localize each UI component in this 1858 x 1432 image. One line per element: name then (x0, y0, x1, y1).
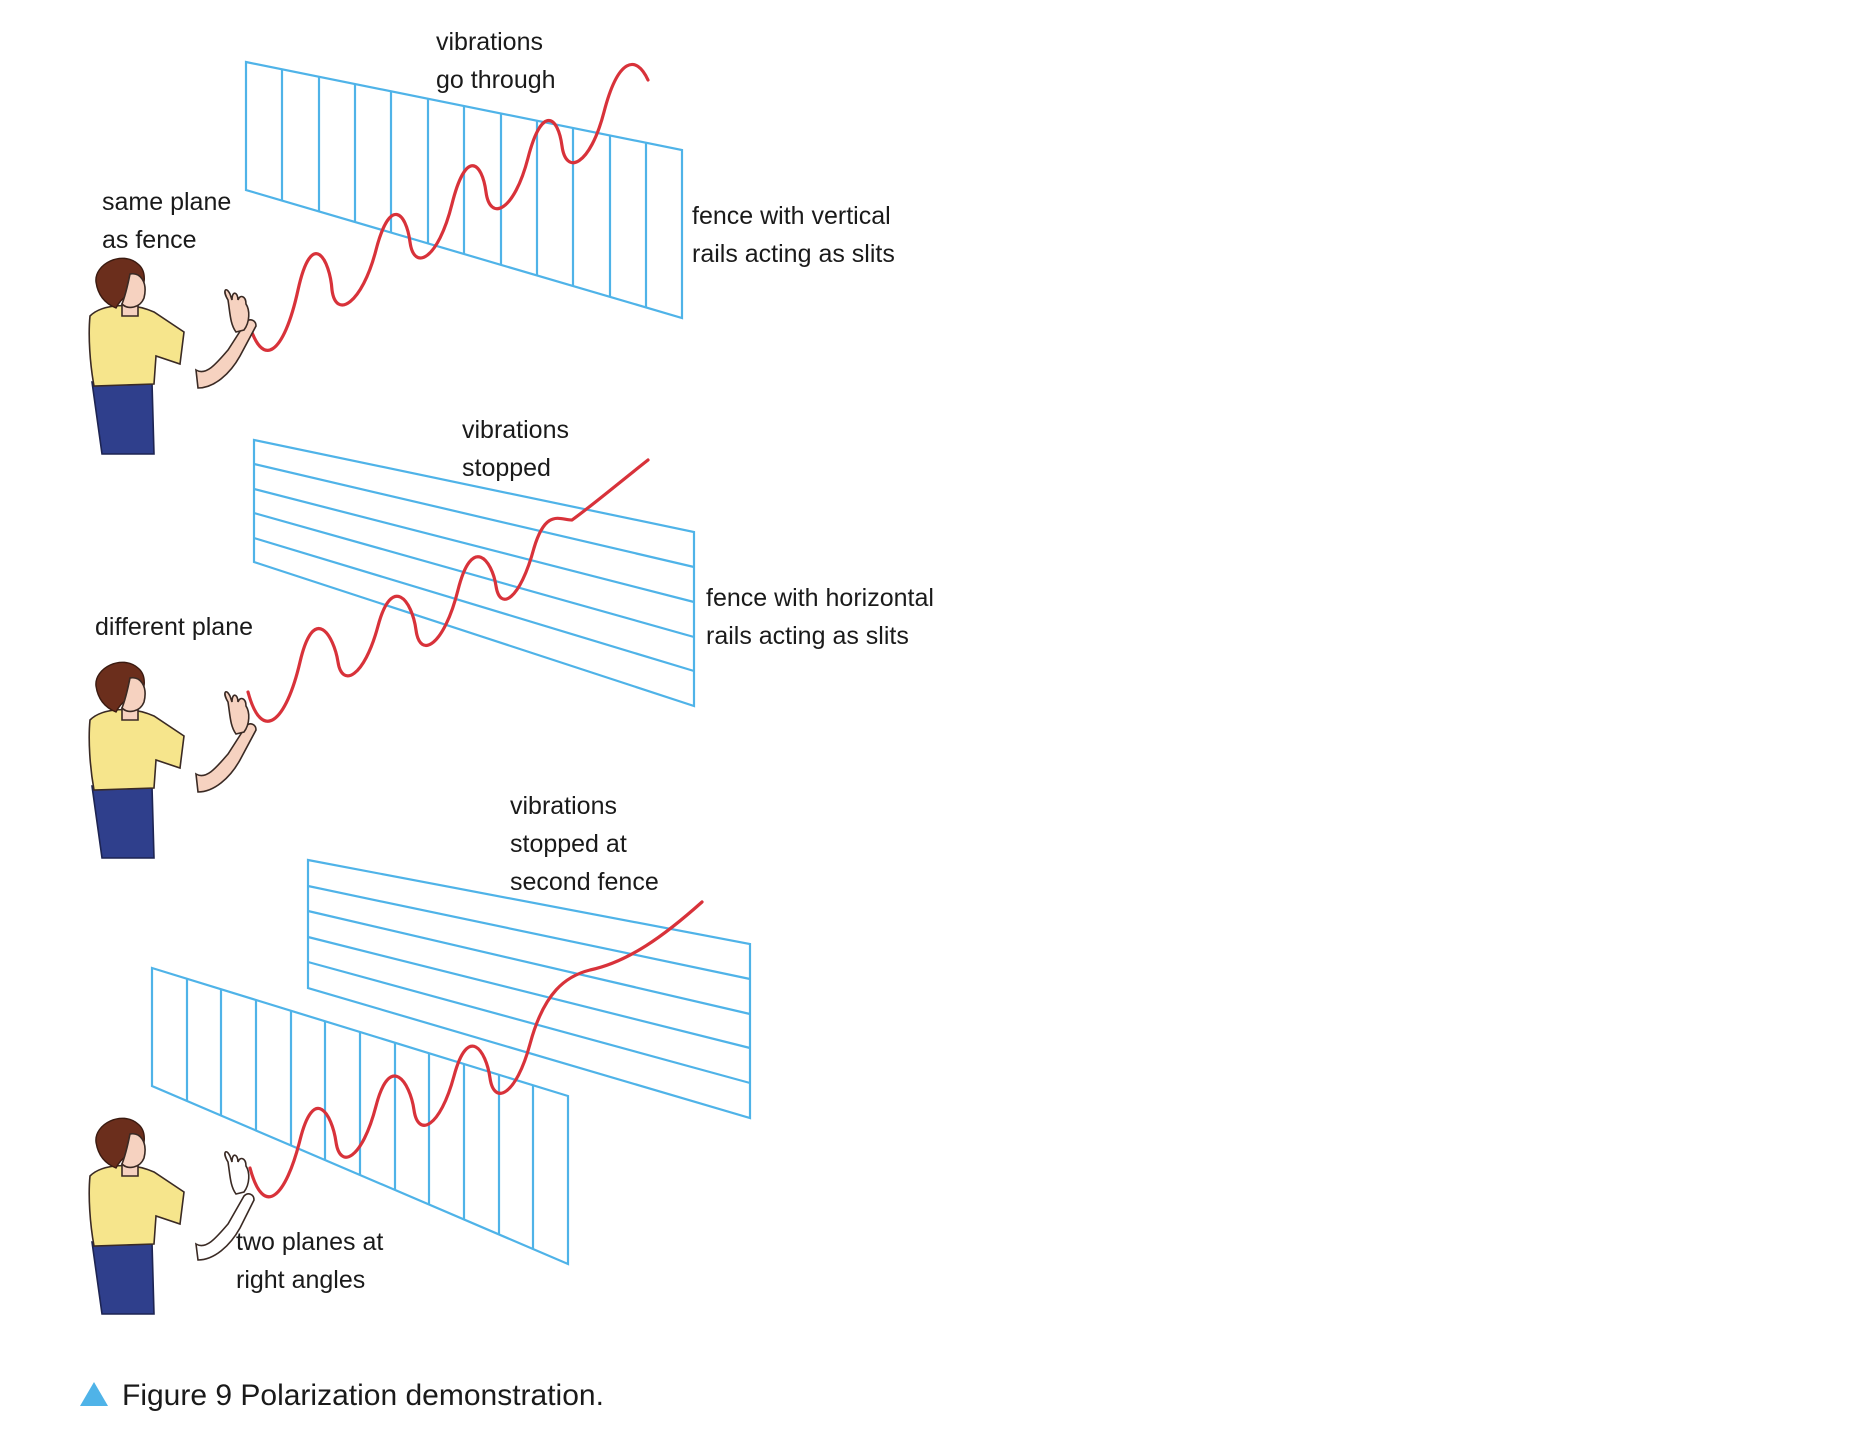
label-horizontal-fence-2: rails acting as slits (706, 622, 909, 650)
label-vibrations-stopped-2: stopped (462, 454, 551, 482)
label-two-planes-1: two planes at (236, 1228, 383, 1256)
label-vertical-fence-1: fence with vertical (692, 202, 891, 230)
person-2 (88, 661, 185, 859)
caption-text: Figure 9 Polarization demonstration. (122, 1379, 604, 1412)
label-same-plane-1: same plane (102, 188, 231, 216)
label-different-plane: different plane (95, 613, 253, 641)
person-1 (88, 257, 185, 455)
arm-1 (195, 319, 257, 389)
vertical-fence-1 (244, 60, 684, 320)
panel-2: vibrations stopped different plane fence… (88, 416, 934, 859)
wave-3 (248, 900, 704, 1199)
label-vibrations-go-through-2: go through (436, 66, 556, 94)
caption-triangle-icon (80, 1382, 108, 1406)
hand-1 (224, 288, 250, 333)
label-same-plane-2: as fence (102, 226, 197, 254)
wave-2 (246, 458, 650, 723)
label-second-fence-3: second fence (510, 868, 659, 896)
panel-1: vibrations go through same plane as fenc… (88, 28, 895, 455)
hand-2 (224, 690, 250, 735)
wave-1 (246, 62, 650, 352)
person-3 (88, 1117, 185, 1315)
figure-caption: Figure 9 Polarization demonstration. (80, 1379, 604, 1412)
label-second-fence-1: vibrations (510, 792, 617, 820)
horizontal-fence-1 (252, 438, 696, 708)
panel-3: vibrations stopped at second fence two p… (88, 792, 752, 1315)
arm-3 (195, 1193, 255, 1261)
label-two-planes-2: right angles (236, 1266, 365, 1294)
horizontal-fence-2 (306, 858, 752, 1120)
hand-3 (224, 1150, 250, 1195)
label-vibrations-stopped-1: vibrations (462, 416, 569, 444)
label-horizontal-fence-1: fence with horizontal (706, 584, 934, 612)
vertical-fence-2 (150, 966, 570, 1266)
label-second-fence-2: stopped at (510, 830, 627, 858)
label-vibrations-go-through-1: vibrations (436, 28, 543, 56)
arm-2 (195, 723, 257, 793)
label-vertical-fence-2: rails acting as slits (692, 240, 895, 268)
